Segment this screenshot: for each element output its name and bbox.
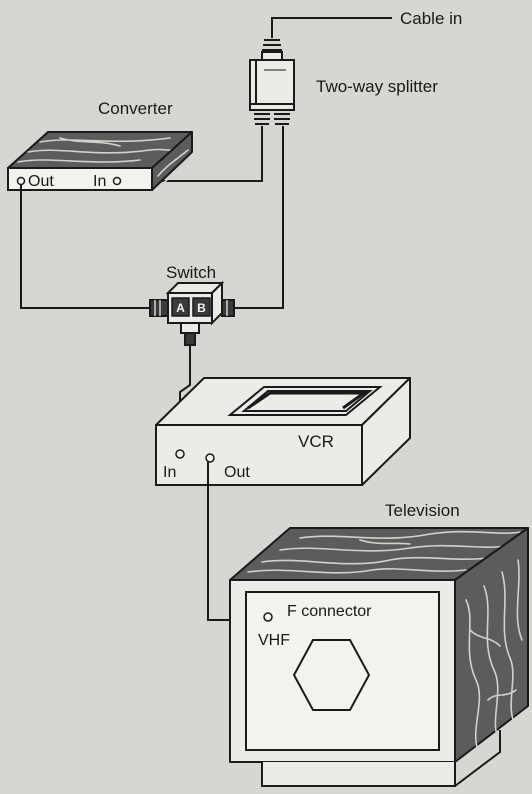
vcr-box [155,377,411,486]
vcr-in-label: In [163,464,176,481]
vcr-label: VCR [298,432,334,451]
vcr-out-label: Out [224,464,250,481]
switch-a-label: A [176,301,185,315]
switch-b-label: B [197,301,206,315]
switch-label: Switch [166,263,216,282]
f-connector-jack-icon [263,612,273,622]
vcr-out-jack-icon [205,453,215,463]
converter-in-label: In [93,173,106,190]
converter-box [7,131,193,191]
cable-in-wire [271,17,392,38]
converter-label: Converter [98,99,173,118]
splitter-to-switch-wire [232,126,284,309]
television-label: Television [385,501,460,520]
two-way-splitter [249,39,295,125]
converter-out-label: Out [28,173,54,190]
ab-switch [149,280,235,346]
vcr-in-jack-icon [175,449,185,459]
splitter-to-converter-wire [120,126,263,182]
converter-in-jack-icon [112,176,122,186]
cable-in-label: Cable in [400,9,462,28]
converter-to-switch-wire [20,185,150,309]
vhf-label: VHF [258,632,290,649]
f-connector-label: F connector [287,603,372,620]
splitter-label: Two-way splitter [316,77,438,96]
television-set [229,527,529,787]
converter-out-jack-icon [16,176,26,186]
hexagon-icon [292,639,371,711]
